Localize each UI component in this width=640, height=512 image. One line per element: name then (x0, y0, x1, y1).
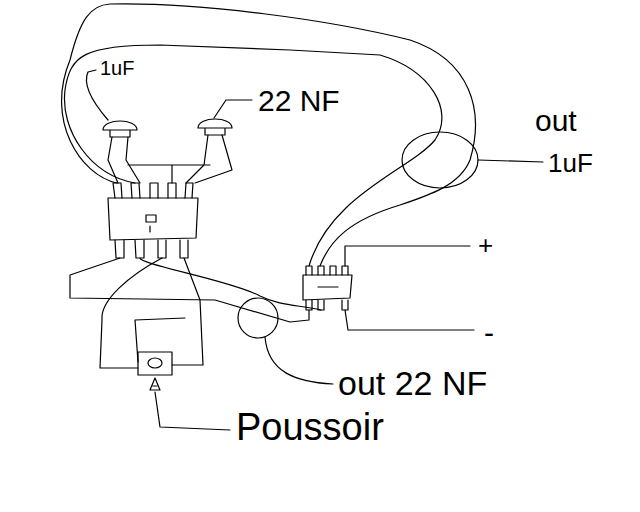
callout-circle (402, 132, 478, 188)
text-label: 1uF (100, 58, 134, 78)
ic-pins (113, 183, 193, 198)
wire (62, 4, 476, 266)
text-label: Poussoir (236, 408, 384, 446)
leader-line (214, 100, 252, 118)
text-label: + (478, 232, 493, 258)
text-label: out (535, 106, 577, 136)
wire (70, 258, 309, 322)
leader-line (478, 160, 543, 162)
wire (345, 310, 474, 330)
capacitor-leg (108, 135, 232, 183)
ic-body (108, 198, 198, 240)
ic-pins (115, 240, 188, 258)
leader-line (265, 337, 333, 384)
ic-body (303, 275, 352, 300)
ic-mark (146, 215, 156, 232)
wire (135, 318, 185, 362)
text-label: 1uF (548, 150, 593, 176)
capacitor-symbol (103, 121, 137, 137)
callout-circle (238, 298, 278, 338)
ic-pins (306, 266, 348, 275)
wire (345, 246, 470, 266)
text-label: - (484, 318, 494, 348)
wire (140, 258, 321, 310)
pushbutton-arrow (150, 378, 160, 390)
text-label: 22 NF (258, 86, 340, 116)
wire (172, 258, 203, 365)
leader-line (155, 392, 230, 430)
text-label: out 22 NF (338, 366, 487, 400)
pushbutton-symbol (138, 352, 172, 375)
wire (64, 45, 441, 266)
pushbutton-symbol (148, 358, 162, 368)
capacitor-symbol (198, 119, 232, 135)
